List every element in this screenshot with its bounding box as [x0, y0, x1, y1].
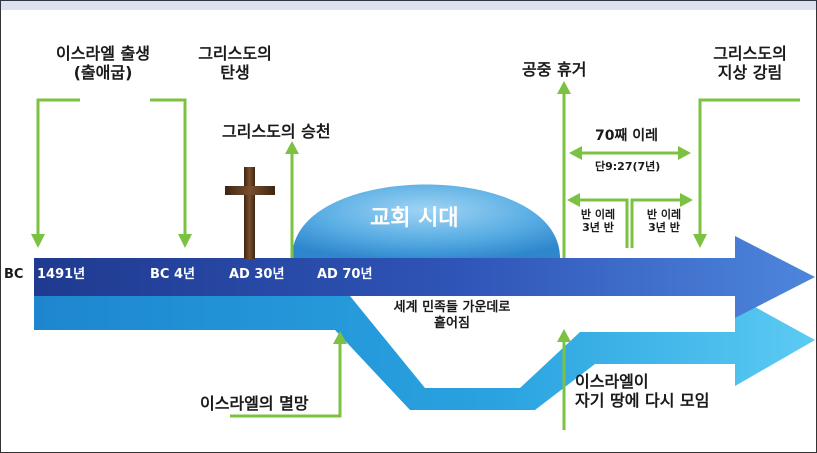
timeline-ad30: AD 30년 — [229, 267, 285, 282]
timeline-ad70: AD 70년 — [317, 267, 373, 282]
second-coming-label: 그리스도의 지상 강림 — [690, 44, 810, 82]
timeline-bc1491: 1491년 — [37, 267, 86, 282]
half-week-right-label: 반 이레 3년 반 — [638, 208, 690, 234]
israel-birth-label: 이스라엘 출생 (출애굽) — [28, 44, 178, 82]
israel-regathering-line2: 자기 땅에 다시 모임 — [575, 391, 710, 411]
regathering-arrowhead — [557, 329, 571, 342]
rapture-arrowhead — [557, 81, 571, 94]
half-week-left-label: 반 이레 3년 반 — [572, 208, 624, 234]
cross-bar — [225, 186, 275, 195]
church-age-label: 교회 시대 — [370, 206, 459, 231]
christ-birth-arrowhead — [178, 234, 192, 248]
christ-birth-label: 그리스도의 탄생 — [180, 44, 290, 82]
ascension-arrowhead — [285, 141, 299, 154]
dispersion-line2: 흩어짐 — [434, 315, 470, 331]
israel-birth-line2: (출애굽) — [73, 63, 133, 83]
top-strip — [0, 0, 817, 10]
second-coming-arrowhead — [693, 234, 707, 248]
destruction-arrowhead — [333, 331, 347, 344]
timeline-bc-prefix: BC — [4, 267, 24, 282]
timeline-arrow — [34, 236, 815, 318]
christ-birth-line2: 탄생 — [220, 63, 250, 83]
israel-birth-arrowhead — [31, 234, 45, 248]
daniel-reference: 단9:27(7년) — [595, 160, 661, 173]
ascension-label: 그리스도의 승천 — [222, 122, 331, 141]
second-coming-line2: 지상 강림 — [717, 63, 783, 83]
week-left-arrowhead — [569, 146, 582, 160]
half-week-right-line1: 반 이레 — [646, 208, 682, 221]
seventieth-week-label: 70째 이레 — [595, 128, 658, 144]
israel-birth-line1: 이스라엘 출생 — [56, 44, 150, 63]
christ-birth-line1: 그리스도의 — [198, 44, 272, 63]
dispersion-label: 세계 민족들 가운데로 흩어짐 — [362, 300, 542, 331]
pointer-lines — [36, 92, 800, 430]
pointer-heads — [31, 81, 707, 344]
israel-regathering-line1: 이스라엘이 — [575, 372, 649, 391]
israel-regathering-label: 이스라엘이 자기 땅에 다시 모임 — [575, 372, 709, 410]
half-right-arrowhead — [680, 193, 693, 207]
church-age-dome — [292, 184, 560, 258]
week-right-arrowhead — [678, 146, 691, 160]
dispersion-line1: 세계 민족들 가운데로 — [393, 300, 511, 315]
half-left-arrowhead — [567, 193, 580, 207]
dispersion-arrow — [34, 296, 815, 410]
israel-destruction-label: 이스라엘의 멸망 — [200, 394, 309, 413]
half-week-right-line2: 3년 반 — [648, 221, 680, 235]
cross-icon — [244, 167, 255, 259]
half-week-left-line2: 3년 반 — [582, 221, 614, 235]
half-week-left-line1: 반 이레 — [580, 208, 616, 221]
second-coming-line1: 그리스도의 — [713, 44, 787, 63]
timeline-bc4: BC 4년 — [150, 267, 195, 282]
rapture-label: 공중 휴거 — [522, 60, 587, 79]
